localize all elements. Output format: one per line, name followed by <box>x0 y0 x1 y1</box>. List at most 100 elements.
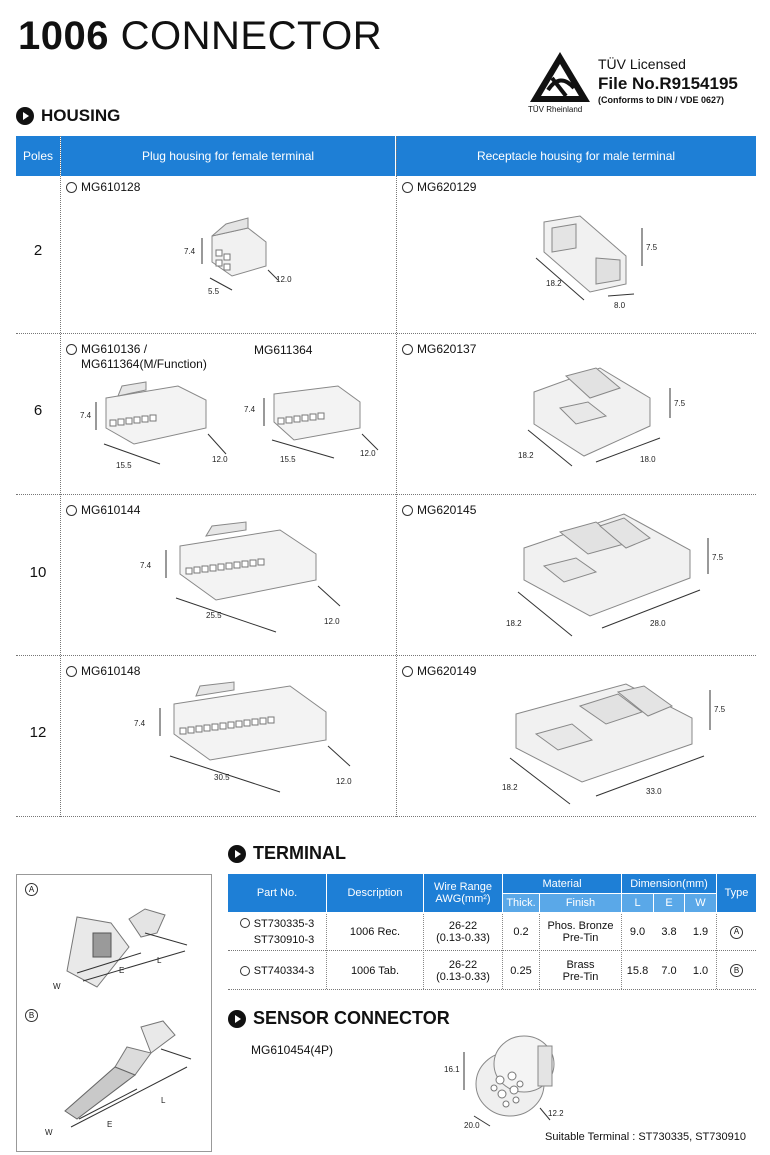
dim-width: 25.5 <box>206 611 222 620</box>
radio-icon[interactable] <box>239 918 250 928</box>
type-badge: B <box>730 964 743 977</box>
desc-cell: 1006 Tab. <box>350 964 400 977</box>
tuv-logo-icon <box>530 52 590 102</box>
receptacle-10p-drawing: 18.2 28.0 7.5 <box>500 508 740 648</box>
arrow-bullet-icon <box>228 1009 246 1028</box>
type-badge: A <box>730 925 743 939</box>
page-title: 1006 CONNECTOR <box>18 14 382 59</box>
svg-text:E: E <box>119 966 124 975</box>
l-cell: 15.8 <box>626 964 649 977</box>
svg-text:W: W <box>53 982 61 991</box>
part-option[interactable]: ST730335-3 <box>239 918 314 930</box>
svg-text:L: L <box>161 1096 166 1105</box>
dim-width: 33.0 <box>646 787 662 796</box>
type-a-label: A <box>25 883 38 896</box>
radio-icon[interactable] <box>66 505 77 516</box>
terminal-a-drawing: L E W <box>53 908 188 991</box>
part-number: MG620129 <box>417 180 477 194</box>
th-material: Material <box>503 874 621 893</box>
plug-10p-drawing: 7.4 25.5 12.0 <box>136 520 356 638</box>
type-b-label: B <box>25 1009 38 1022</box>
poles-value: 6 <box>33 402 43 419</box>
dim-depth: 18.2 <box>502 783 518 792</box>
part-option[interactable]: MG610136 / MG611364(M/Function) <box>66 342 207 372</box>
receptacle-6p-drawing: 18.2 18.0 7.5 <box>510 362 700 472</box>
th-w: W <box>685 894 716 912</box>
receptacle-12p-drawing: 18.2 33.0 7.5 <box>492 678 742 816</box>
l-cell: 9.0 <box>629 926 646 938</box>
poles-value: 2 <box>33 242 43 259</box>
desc-cell: 1006 Rec. <box>349 926 401 938</box>
poles-value: 12 <box>29 724 47 741</box>
th-thick: Thick. <box>503 894 539 912</box>
part-number: MG620145 <box>417 503 477 517</box>
svg-text:W: W <box>45 1128 53 1137</box>
th-e: E <box>654 894 684 912</box>
dim-width: 15.5 <box>116 461 132 470</box>
sensor-connector-drawing: 16.1 20.0 12.2 <box>444 1035 564 1130</box>
type-cell: A <box>717 914 756 950</box>
wire-cell: 26-22(0.13-0.33) <box>436 958 490 983</box>
sensor-heading-text: SENSOR CONNECTOR <box>253 1008 450 1028</box>
tuv-licensed: TÜV Licensed <box>598 56 686 72</box>
dim-height: 7.4 <box>80 411 92 420</box>
radio-icon[interactable] <box>66 344 77 355</box>
plug-6p-drawing: 7.4 15.5 12.0 <box>78 378 238 472</box>
e-cell: 3.8 <box>661 926 677 938</box>
thick-cell: 0.2 <box>513 926 529 938</box>
sensor-dim-height: 16.1 <box>444 1065 460 1074</box>
part-option[interactable]: MG620145 <box>402 503 476 518</box>
dim-depth: 12.0 <box>324 617 340 626</box>
radio-icon[interactable] <box>402 505 413 516</box>
dim-depth: 12.0 <box>276 275 292 284</box>
sensor-dim-width: 20.0 <box>464 1121 480 1130</box>
th-part: Part No. <box>228 874 326 912</box>
radio-icon[interactable] <box>402 666 413 677</box>
w-cell: 1.0 <box>692 964 709 977</box>
th-dimension: Dimension(mm) <box>622 874 716 893</box>
dim-height: 7.5 <box>714 705 726 714</box>
e-cell: 7.0 <box>661 964 677 977</box>
radio-icon[interactable] <box>66 182 77 193</box>
svg-text:E: E <box>107 1120 112 1129</box>
arrow-bullet-icon <box>16 107 34 125</box>
sensor-dim-depth: 12.2 <box>548 1109 564 1118</box>
th-finish: Finish <box>540 894 621 912</box>
svg-text:L: L <box>157 956 162 965</box>
part-number-extra: MG611364 <box>254 343 313 357</box>
radio-icon[interactable] <box>239 965 250 976</box>
part-option[interactable]: MG610144 <box>66 503 140 518</box>
radio-icon[interactable] <box>66 666 77 677</box>
terminal-drawings: A L E W B L E W <box>16 874 212 1152</box>
part-number: MG610136 / <box>81 342 148 356</box>
dim-width: 18.0 <box>640 455 656 464</box>
radio-icon[interactable] <box>402 182 413 193</box>
part-number: MG620149 <box>417 664 477 678</box>
part-number: MG610148 <box>81 664 141 678</box>
part-option[interactable]: MG610128 <box>66 180 140 195</box>
part-option[interactable]: ST740334-3 <box>228 952 326 989</box>
terminal-heading-text: TERMINAL <box>253 843 346 863</box>
terminal-b-drawing: L E W <box>45 1020 192 1137</box>
dim-width: 30.5 <box>214 773 230 782</box>
part-number: MG610128 <box>81 180 141 194</box>
part-number: MG610144 <box>81 503 141 517</box>
part-option[interactable]: MG620137 <box>402 342 476 357</box>
plug-6p-mfunction-drawing: 7.4 15.5 12.0 <box>242 382 390 468</box>
part-option[interactable]: MG610148 <box>66 664 140 679</box>
tuv-brand: TÜV Rheinland <box>528 105 583 114</box>
part-option[interactable]: MG620149 <box>402 664 476 679</box>
thick-cell: 0.25 <box>510 964 532 977</box>
tuv-conforms: (Conforms to DIN / VDE 0627) <box>598 95 725 105</box>
dim-depth: 18.2 <box>546 279 562 288</box>
housing-table: Poles Plug housing for female terminal R… <box>16 136 756 817</box>
title-bold: 1006 <box>18 14 109 58</box>
radio-icon[interactable] <box>402 344 413 355</box>
receptacle-2p-drawing: 18.2 8.0 7.5 <box>516 208 676 312</box>
part-option[interactable]: MG620129 <box>402 180 476 195</box>
th-wire: Wire Range AWG(mm²) <box>424 874 502 912</box>
suitable-terminal-note: Suitable Terminal : ST730335, ST730910 <box>545 1131 746 1143</box>
dim-height: 7.5 <box>646 243 658 252</box>
header-plug: Plug housing for female terminal <box>61 136 395 176</box>
